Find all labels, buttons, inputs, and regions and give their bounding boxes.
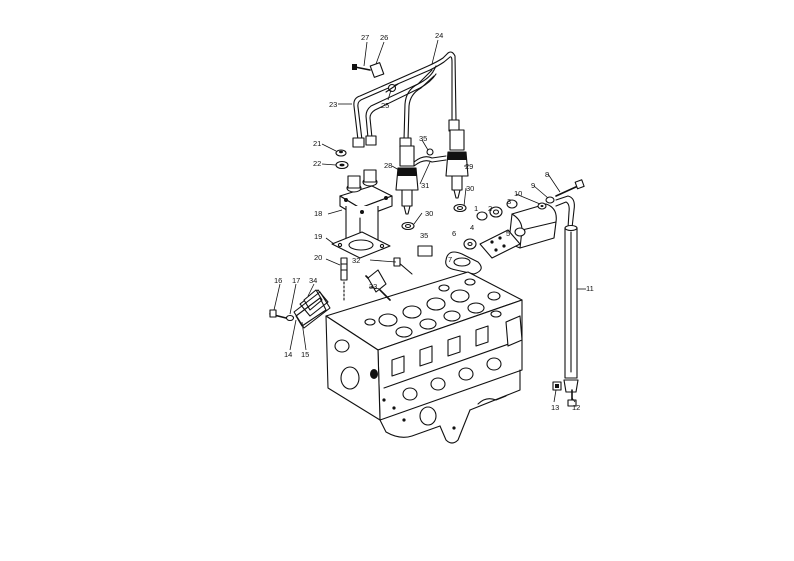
callout-7: 7 <box>448 255 452 264</box>
valve-rocker-assembly <box>445 199 557 275</box>
nut-washer-set <box>335 149 349 170</box>
callout-30-left: 30 <box>425 209 433 218</box>
callout-1: 1 <box>474 204 478 213</box>
callout-22: 22 <box>313 159 321 168</box>
callout-24: 24 <box>435 31 443 40</box>
callout-labels: 27 26 24 25 23 21 22 35 28 29 31 30 30 8… <box>274 31 594 412</box>
callout-35-top: 35 <box>419 134 427 143</box>
cylinder-block-edge <box>379 369 521 444</box>
side-cover-assembly <box>269 289 331 329</box>
oil-pipe-fittings <box>552 381 577 407</box>
callout-20: 20 <box>314 253 322 262</box>
callout-33: 33 <box>369 282 377 291</box>
pump-gasket <box>331 231 391 259</box>
callout-32: 32 <box>352 256 360 265</box>
name-plate <box>417 245 433 257</box>
callout-28: 28 <box>384 161 392 170</box>
clamp-bolt <box>352 64 371 71</box>
callout-6: 6 <box>452 229 456 238</box>
callout-26: 26 <box>380 33 388 42</box>
callout-21: 21 <box>313 139 321 148</box>
callout-16: 16 <box>274 276 282 285</box>
callout-27: 27 <box>361 33 369 42</box>
injection-pipes <box>352 51 460 148</box>
callout-11: 11 <box>586 284 594 293</box>
callout-25: 25 <box>381 101 389 110</box>
callout-5: 5 <box>506 229 510 238</box>
callout-30-right: 30 <box>466 184 474 193</box>
pump-stud <box>340 257 348 301</box>
glow-plug <box>365 269 391 301</box>
callout-9: 9 <box>531 181 535 190</box>
callout-8: 8 <box>545 170 549 179</box>
callout-12: 12 <box>572 403 580 412</box>
nozzle-left <box>395 145 419 215</box>
pipe-clamp <box>385 83 399 93</box>
fuel-plug <box>393 257 413 275</box>
injection-pump <box>339 169 393 247</box>
callout-23: 23 <box>329 100 337 109</box>
callout-4: 4 <box>470 223 474 232</box>
cylinder-head <box>325 271 523 421</box>
leader-lines <box>273 39 586 403</box>
nozzle-washers <box>401 203 467 231</box>
callout-19: 19 <box>314 232 322 241</box>
callout-10: 10 <box>514 189 522 198</box>
oil-pipe <box>555 195 579 393</box>
callout-34: 34 <box>309 276 317 285</box>
callout-29: 29 <box>465 162 473 171</box>
callout-17: 17 <box>292 276 300 285</box>
callout-3: 3 <box>507 197 511 206</box>
callout-13: 13 <box>551 403 559 412</box>
callout-18: 18 <box>314 209 322 218</box>
callout-35-mid: 35 <box>420 231 428 240</box>
callout-31: 31 <box>421 181 429 190</box>
callout-15: 15 <box>301 350 309 359</box>
cover-bolt-set <box>537 179 585 210</box>
callout-2: 2 <box>488 204 492 213</box>
callout-14: 14 <box>284 350 292 359</box>
leak-off-pipe <box>413 148 447 167</box>
nozzle-right <box>445 129 469 199</box>
